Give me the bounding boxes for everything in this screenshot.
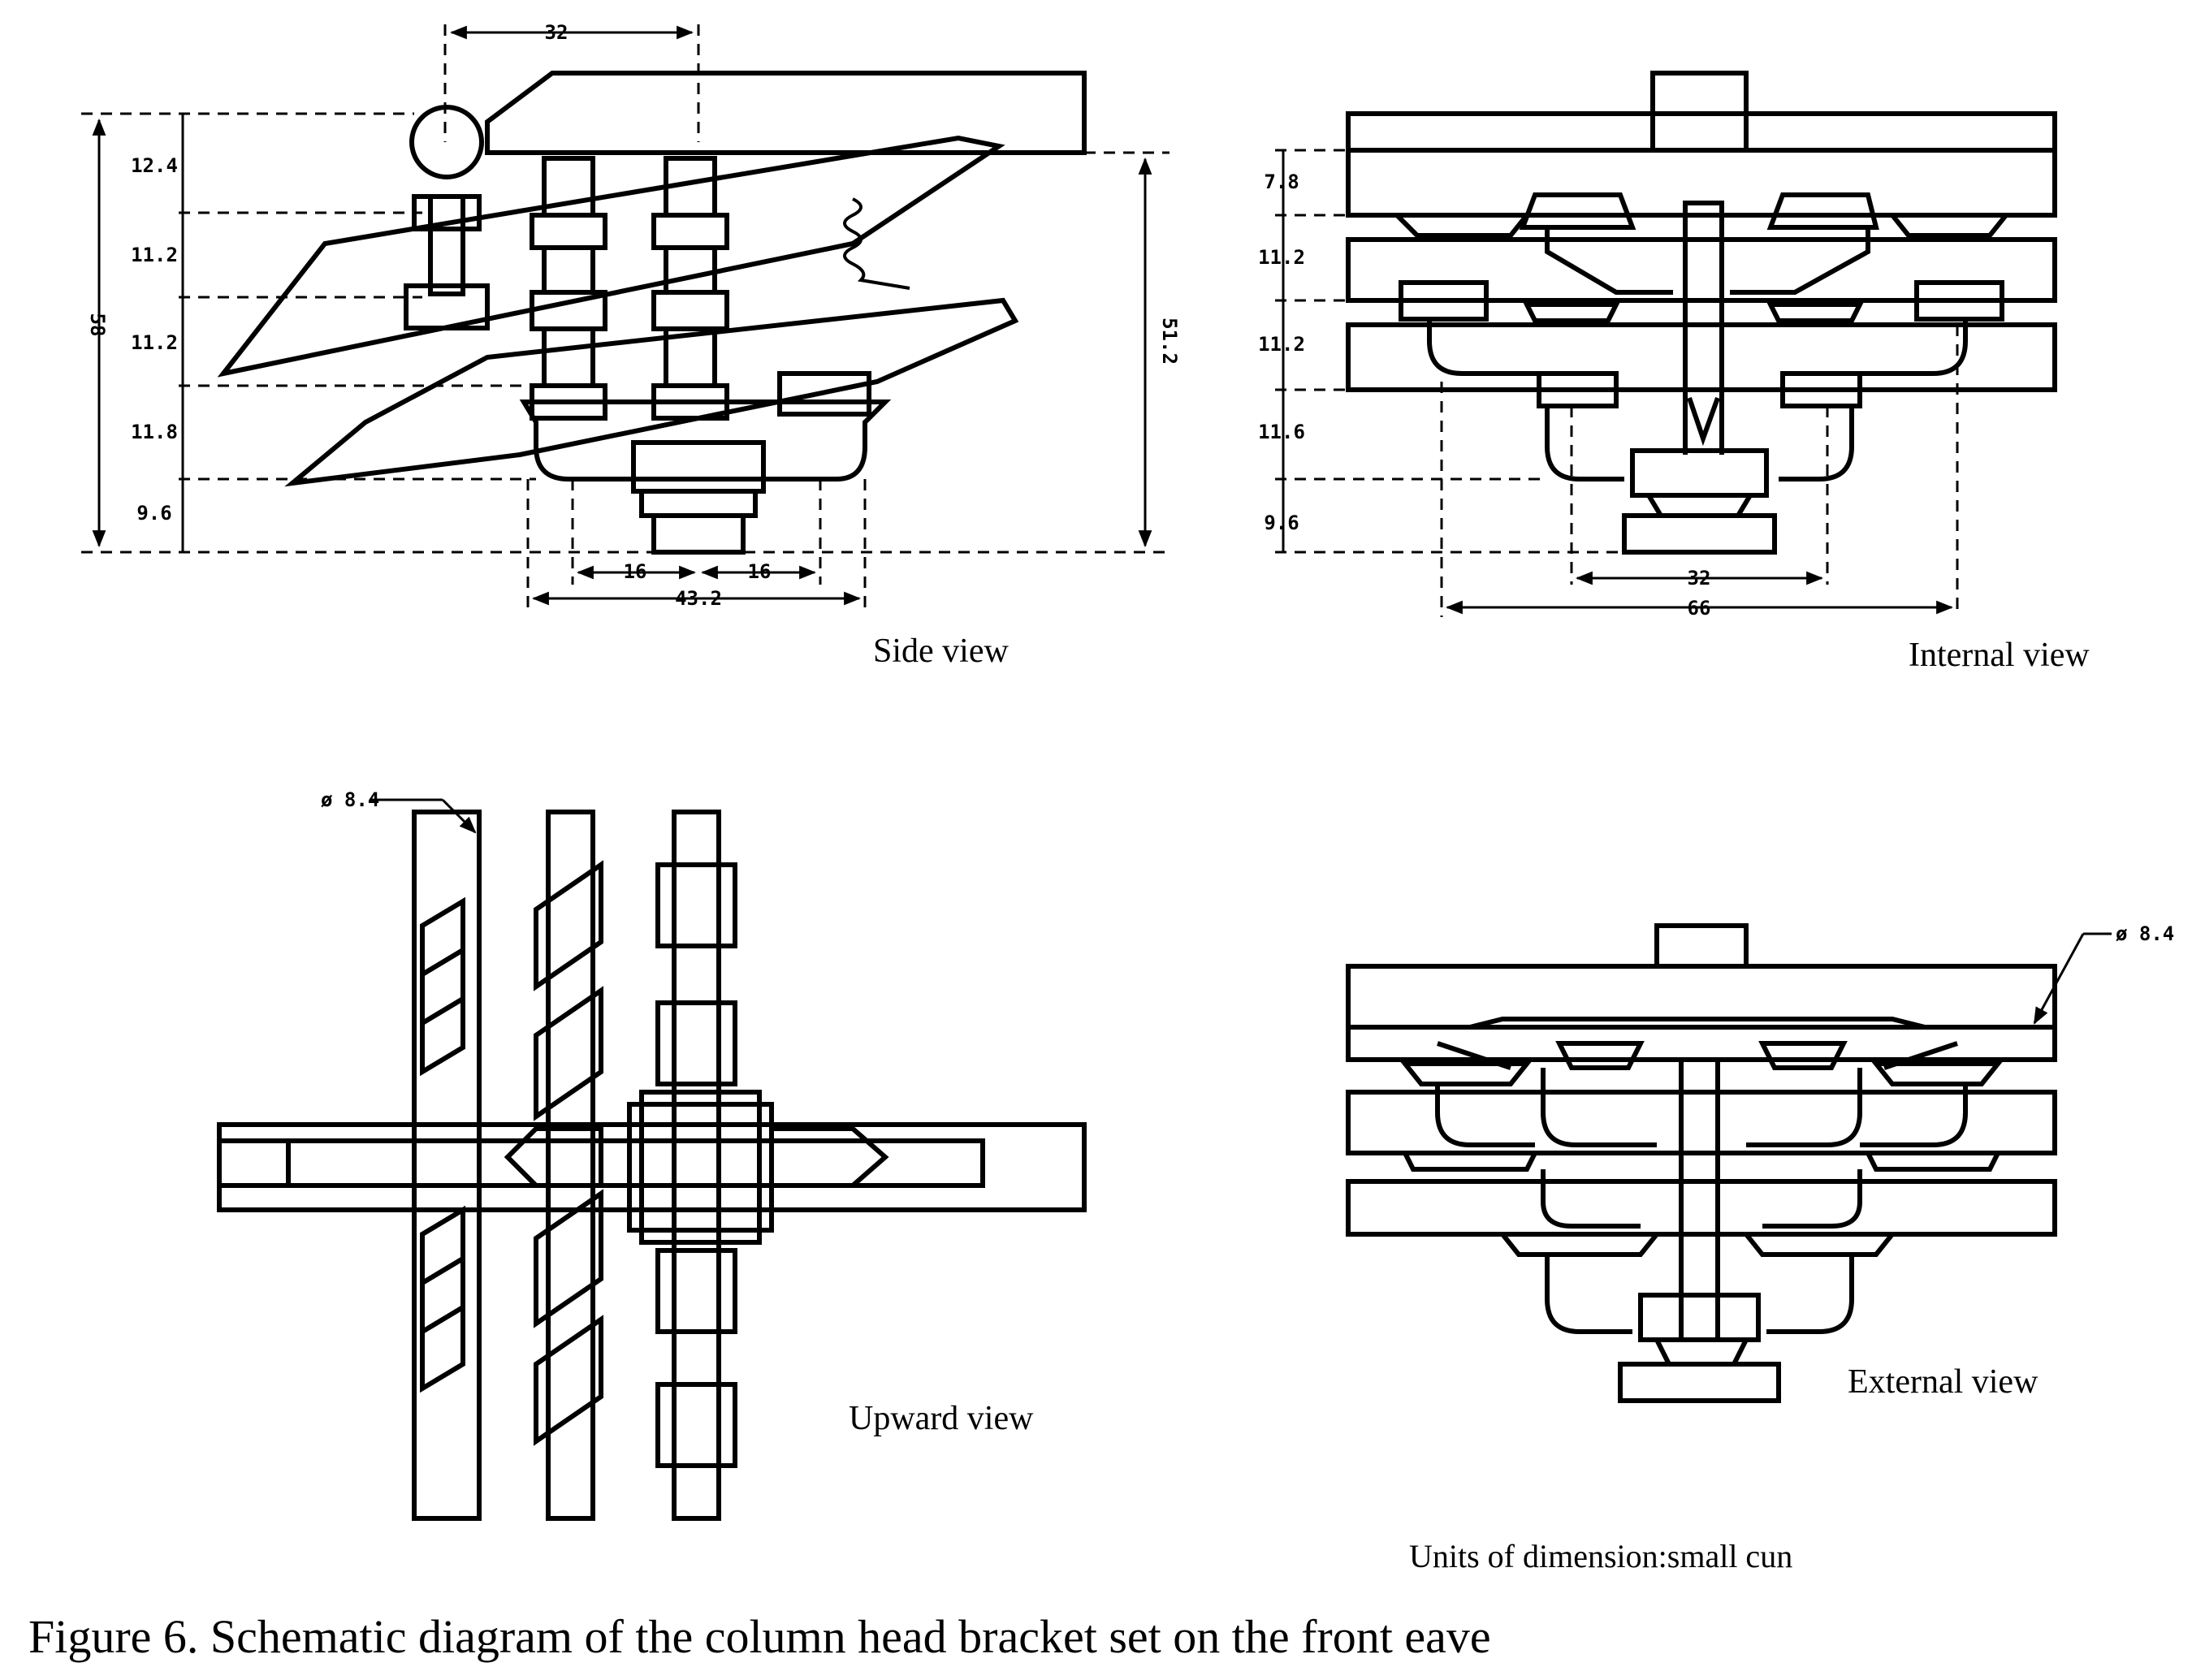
internal-bottom-outer-dim: 66 <box>1688 597 1711 620</box>
upward-beam-2 <box>546 810 595 1521</box>
side-bottom-dim-1: 16 <box>624 560 647 583</box>
external-beam-2 <box>1346 1025 2057 1062</box>
side-view-label: Side view <box>873 633 1009 670</box>
internal-beam-4 <box>1346 322 2057 392</box>
side-left-dim-5: 9.6 <box>136 502 171 525</box>
side-top-plate <box>485 71 1087 155</box>
internal-view-dimensions <box>1275 149 1959 617</box>
side-bottom-dim-2: 16 <box>748 560 772 583</box>
internal-beam-3 <box>1346 237 2057 303</box>
side-lower-bowl <box>519 399 892 482</box>
upward-beam-3 <box>672 810 721 1521</box>
external-view-label: External view <box>1848 1363 2039 1401</box>
external-beam-4 <box>1346 1179 2057 1237</box>
side-left-dim-3: 11.2 <box>131 331 178 354</box>
side-left-dim-1: 12.4 <box>131 154 178 177</box>
internal-left-dim-2: 11.2 <box>1258 246 1305 269</box>
side-view-dimensions <box>81 24 1170 609</box>
side-overall-right-dim: 51.2 <box>1158 317 1181 365</box>
upward-cross-beam-outer <box>217 1122 1087 1212</box>
upward-view-drawing <box>217 810 1087 1521</box>
internal-left-dim-1: 7.8 <box>1264 171 1299 193</box>
internal-base-block <box>1622 513 1777 555</box>
external-view-drawing <box>1346 923 2057 1403</box>
internal-beam-1 <box>1346 111 2057 153</box>
internal-center-post <box>1683 201 1724 392</box>
side-left-dim-2: 11.2 <box>131 244 178 266</box>
units-note: Units of dimension:small cun <box>1409 1538 1792 1574</box>
external-center-post <box>1679 1057 1720 1342</box>
side-upper-arm <box>217 135 1005 378</box>
side-view-drawing <box>217 71 1087 555</box>
internal-bottom-inner-dim: 32 <box>1688 567 1711 590</box>
external-beam-3 <box>1346 1090 2057 1155</box>
external-base-block <box>1618 1362 1781 1403</box>
upward-view-label: Upward view <box>849 1400 1034 1437</box>
internal-view-label: Internal view <box>1909 637 2090 674</box>
side-overall-left-dim: 58 <box>86 313 109 337</box>
figure-caption: Figure 6. Schematic diagram of the colum… <box>28 1610 1491 1663</box>
side-base-block <box>651 513 746 555</box>
internal-left-dim-4: 11.6 <box>1258 421 1305 443</box>
upward-beam-1 <box>412 810 482 1521</box>
side-bottom-total-dim: 43.2 <box>675 587 722 610</box>
external-diameter-dim: ø 8.4 <box>2116 922 2174 945</box>
internal-beam-2 <box>1346 148 2057 218</box>
side-top-dim: 32 <box>545 21 569 44</box>
side-lower-arm <box>284 297 1019 487</box>
internal-left-dim-3: 11.2 <box>1258 333 1305 356</box>
upward-center-block <box>639 1090 762 1245</box>
internal-view-dim-labels: 7.8 11.2 11.2 11.6 9.6 32 66 <box>1258 171 1710 620</box>
internal-left-dim-5: 9.6 <box>1264 512 1299 534</box>
side-view-dim-labels: 32 12.4 11.2 11.2 11.8 9.6 58 51.2 16 16… <box>86 21 1181 610</box>
side-left-dim-4: 11.8 <box>131 421 178 443</box>
upward-diameter-dim: ø 8.4 <box>321 788 379 811</box>
external-top-block <box>1654 923 1749 969</box>
side-purlin-circle <box>409 105 484 179</box>
